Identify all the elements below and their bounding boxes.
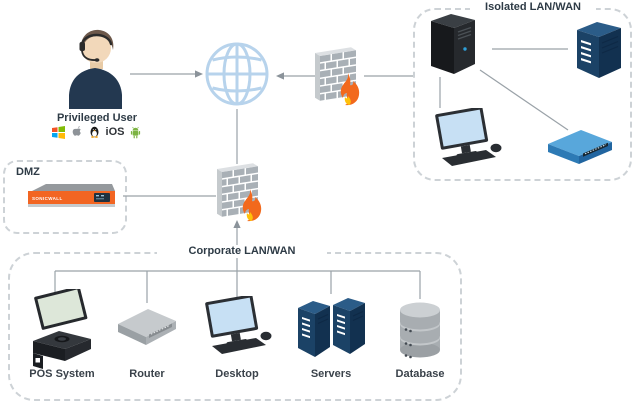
pos-terminal-icon [25, 289, 99, 369]
internet-globe-icon [204, 41, 270, 107]
windows-icon [51, 125, 65, 139]
firewall-middle-icon [212, 163, 268, 225]
firewall-top-icon [310, 47, 366, 109]
router-icon [116, 303, 178, 347]
pos-system-label: POS System [29, 368, 95, 380]
os-icons-row: iOS [42, 124, 152, 140]
desktop-label: Desktop [215, 368, 259, 380]
corporate-lan-label: Corporate LAN/WAN [157, 245, 327, 258]
ios-label: iOS [105, 126, 125, 138]
isolated-switch-icon [546, 127, 614, 167]
android-icon [131, 126, 141, 138]
database-icon [394, 296, 446, 362]
privileged-user-label: Privileged User [56, 112, 138, 124]
appliance-brand-text: SONICWALL [32, 196, 63, 201]
apple-icon [72, 126, 81, 136]
isolated-desktop-icon [430, 108, 505, 172]
servers-icon [296, 291, 366, 361]
privileged-user-icon [60, 27, 130, 109]
arrowhead-up-firewall-mid [233, 220, 241, 228]
isolated-lan-label: Isolated LAN/WAN [470, 1, 596, 14]
linux-tux-icon [90, 126, 99, 138]
dmz-label: DMZ [16, 166, 40, 178]
router-label: Router [129, 368, 165, 380]
dmz-appliance-icon: SONICWALL [22, 182, 117, 214]
dmz-zone-box [3, 160, 127, 234]
arrowhead-into-internet-left [276, 72, 284, 80]
isolated-server-icon [575, 18, 623, 80]
database-label: Database [395, 368, 445, 380]
desktop-icon [200, 296, 275, 360]
servers-label: Servers [310, 368, 352, 380]
arrowhead-into-internet-right [195, 70, 203, 78]
tower-pc-icon [427, 11, 479, 75]
connector-tower-switch [479, 69, 569, 131]
